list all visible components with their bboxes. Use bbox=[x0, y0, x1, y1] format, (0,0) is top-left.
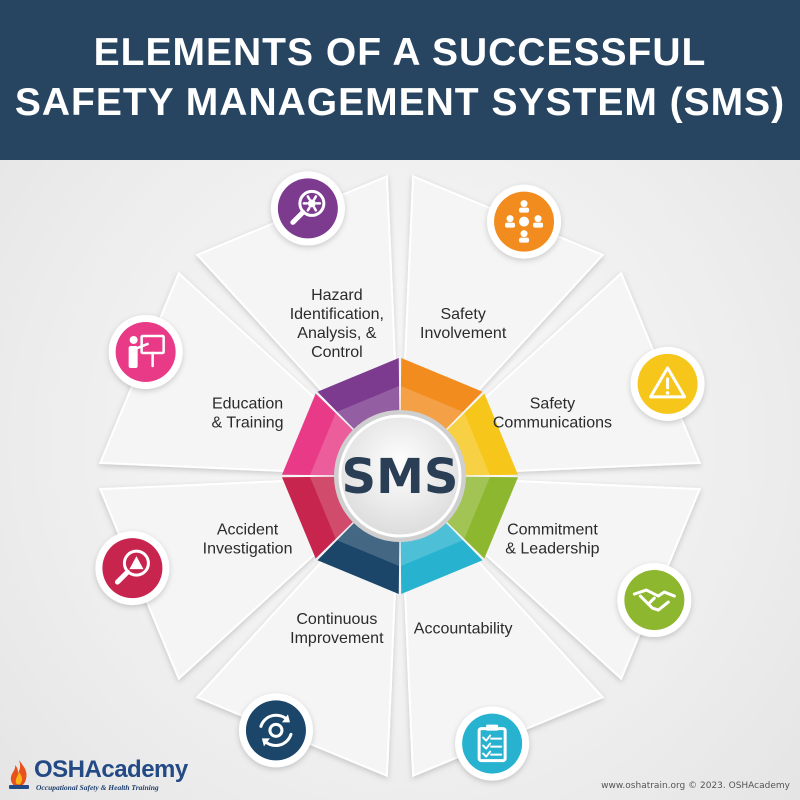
segment-icons bbox=[95, 171, 705, 781]
segment-ring-wedge bbox=[317, 523, 400, 594]
handshake-icon bbox=[617, 563, 692, 638]
segment-ring-highlight bbox=[310, 413, 353, 476]
segment-ring-wedge bbox=[400, 358, 483, 429]
logo-wordmark: OSHAcademy bbox=[34, 756, 188, 784]
segment-label-line: Communications bbox=[493, 414, 612, 431]
segment-label: Education & Training bbox=[212, 395, 284, 431]
footer-copyright: www.oshatrain.org © 2023. OSHAcademy bbox=[601, 781, 790, 791]
segment-label-line: & Leadership bbox=[505, 541, 599, 558]
team-gear-icon bbox=[487, 184, 562, 259]
magnifier-gear-icon bbox=[270, 171, 345, 246]
segment-ring-wedge bbox=[317, 358, 400, 429]
logo-wordmark-osh: OSH bbox=[34, 756, 85, 783]
segment-label-line: Accident bbox=[217, 522, 279, 539]
presenter-board-icon bbox=[108, 314, 183, 389]
segment-label-line: Education bbox=[212, 395, 283, 412]
segment-label-line: Commitment bbox=[507, 522, 598, 539]
warning-triangle-icon bbox=[630, 346, 705, 421]
segment-label: Commitment & Leadership bbox=[505, 522, 599, 558]
segment-ring-wedge bbox=[447, 393, 518, 476]
segment-ring-wedge bbox=[447, 476, 518, 559]
segment-label-line: Identification, bbox=[290, 306, 384, 323]
segment-ring-wedge bbox=[282, 393, 353, 476]
clipboard-checklist-icon bbox=[455, 706, 530, 781]
segment-ring-highlight bbox=[337, 523, 400, 566]
segment-label-line: Safety bbox=[440, 306, 485, 323]
segment-ring-wedge bbox=[400, 523, 483, 594]
icon-badge bbox=[245, 700, 306, 761]
segment-label-line: Analysis, & bbox=[297, 325, 376, 342]
icon-badge bbox=[462, 713, 523, 774]
segment-ring-highlight bbox=[447, 413, 490, 476]
title-line-2: SAFETY MANAGEMENT SYSTEM (SMS) bbox=[14, 81, 786, 124]
segment-label-line: Safety bbox=[530, 395, 575, 412]
title-line-1: ELEMENTS OF A SUCCESSFUL bbox=[93, 31, 707, 74]
center-disc bbox=[338, 414, 462, 538]
segment-label-line: & Training bbox=[212, 414, 284, 431]
segment-label-line: Hazard bbox=[311, 287, 363, 304]
segment-label-line: Improvement bbox=[290, 630, 384, 647]
segment-label-line: Continuous bbox=[296, 611, 377, 628]
center-label: SMS bbox=[342, 449, 459, 505]
segment-label-line: Involvement bbox=[420, 325, 507, 342]
cycle-gear-icon bbox=[238, 693, 313, 768]
logo-tagline: Occupational Safety & Health Training bbox=[36, 783, 159, 792]
segment-label-line: Control bbox=[311, 344, 363, 361]
segment-ring-highlight bbox=[400, 386, 463, 429]
segment-ring-highlight bbox=[447, 476, 490, 539]
segment-ring-highlight bbox=[310, 476, 353, 539]
logo-wordmark-academy: Academy bbox=[84, 756, 189, 783]
segment-ring-highlight bbox=[337, 386, 400, 429]
segment-label-line: Accountability bbox=[414, 620, 513, 637]
osh-academy-logo: OSHAcademy Occupational Safety & Health … bbox=[6, 756, 188, 796]
header-banner: ELEMENTS OF A SUCCESSFUL SAFETY MANAGEME… bbox=[0, 0, 800, 160]
flame-logo-icon bbox=[9, 760, 29, 789]
segment-ring-wedge bbox=[282, 476, 353, 559]
magnifier-warning-icon bbox=[95, 531, 170, 606]
segment-ring-highlight bbox=[400, 523, 463, 566]
segment-label-line: Investigation bbox=[203, 541, 293, 558]
segment-ring bbox=[282, 358, 518, 594]
segment-label: Accountability bbox=[414, 620, 513, 637]
